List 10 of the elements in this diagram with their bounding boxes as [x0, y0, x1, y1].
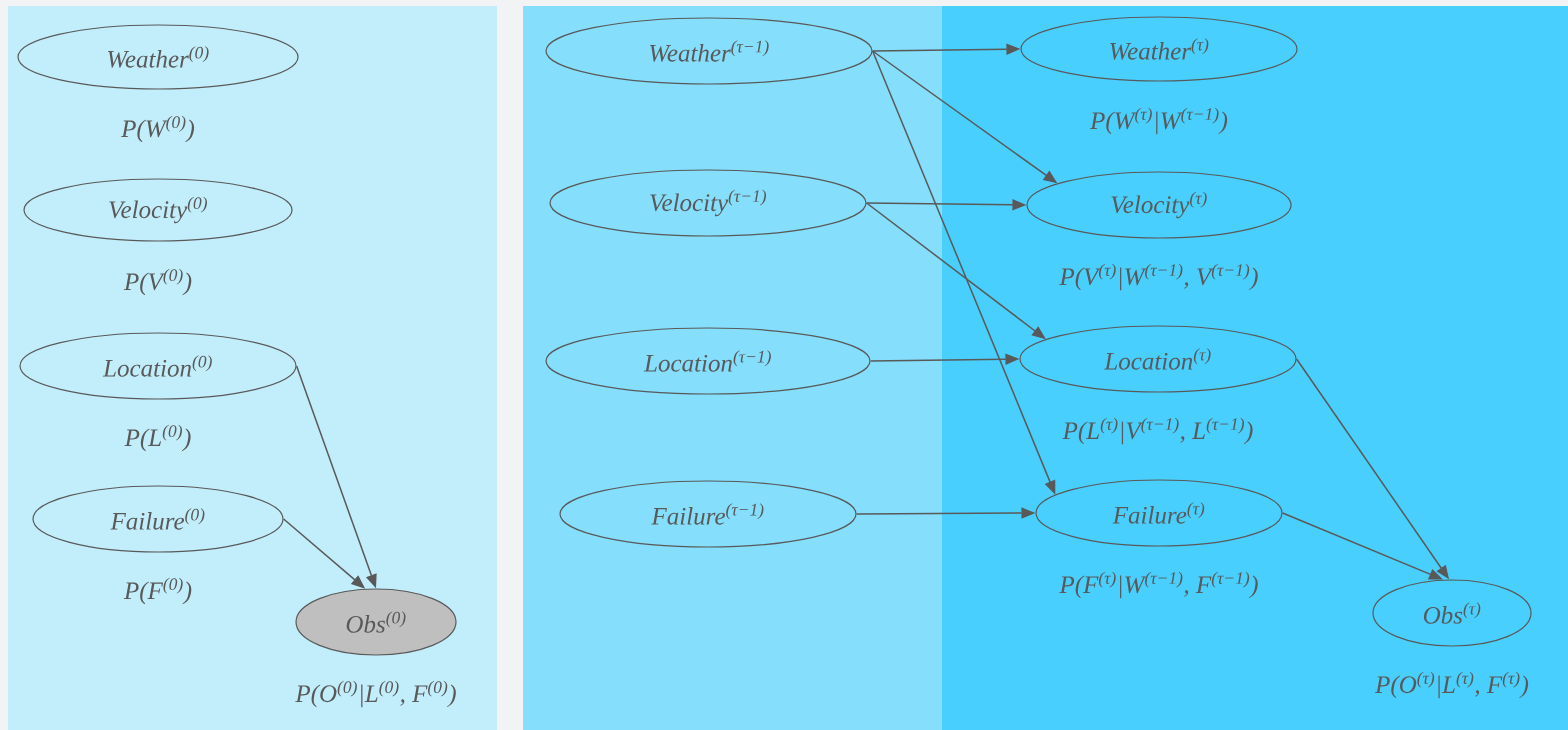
probability-label: P(V$^{(τ)}$|W$^{(τ−1)}$, V$^{(τ−1)}$)	[1059, 263, 1258, 291]
probability-label: P(W$^{(0)}$)	[121, 115, 195, 143]
probability-label: P(F$^{(0)}$)	[123, 577, 192, 605]
probability-label: P(L$^{(τ)}$|V$^{(τ−1)}$, L$^{(τ−1)}$)	[1062, 417, 1253, 445]
probability-label: P(W$^{(τ)}$|W$^{(τ−1)}$)	[1089, 107, 1228, 135]
probability-label: P(L$^{(0)}$)	[124, 424, 191, 452]
probability-label: P(V$^{(0)}$)	[123, 268, 192, 296]
probability-label: P(F$^{(τ)}$|W$^{(τ−1)}$, F$^{(τ−1)}$)	[1059, 571, 1258, 599]
probability-label: P(O$^{(0)}$|L$^{(0)}$, F$^{(0)}$)	[295, 680, 456, 708]
probability-label: P(O$^{(τ)}$|L$^{(τ)}$, F$^{(τ)}$)	[1375, 671, 1529, 699]
